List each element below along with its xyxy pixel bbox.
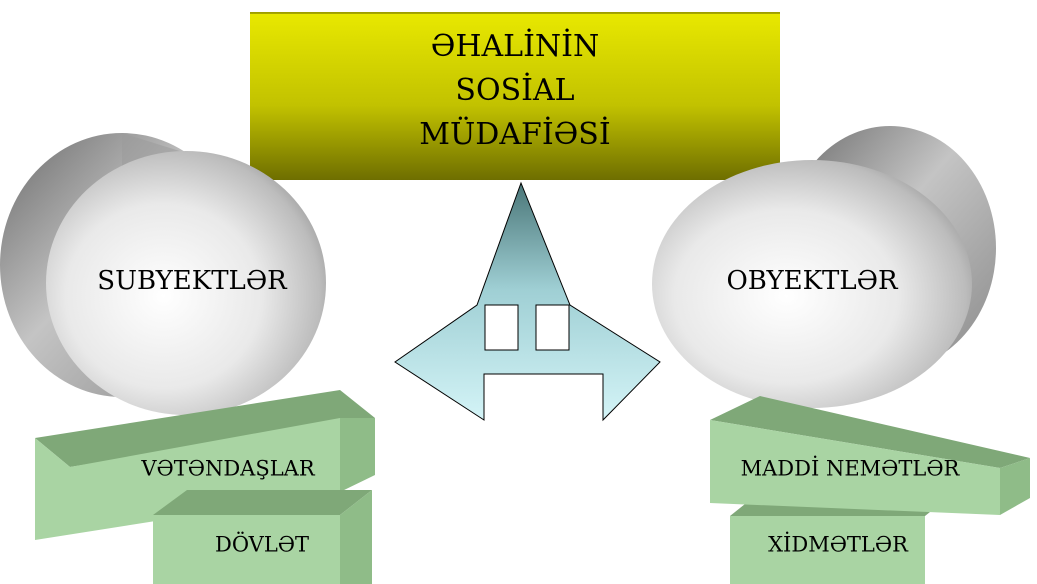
citizens-block-right: [340, 418, 375, 492]
material-goods-block-front: [710, 420, 1000, 515]
objects-disc: OBYEKTLƏR: [652, 126, 996, 408]
material-goods-label: MADDİ NEMƏTLƏR: [741, 457, 961, 481]
subjects-disc: SUBYEKTLƏR: [0, 133, 326, 417]
arrow-right-window: [535, 304, 570, 351]
state-block-top: [153, 490, 372, 515]
state-label: DÖVLƏT: [215, 532, 309, 557]
material-goods-block-top: [710, 396, 1030, 468]
subjects-disc-front: [46, 151, 326, 415]
state-block-front: [153, 515, 340, 584]
arrow-shape: [394, 181, 661, 422]
objects-disc-front: [652, 160, 972, 408]
material-goods-block: MADDİ NEMƏTLƏR: [710, 396, 1030, 515]
citizens-block-top: [35, 390, 375, 467]
citizens-label: VƏTƏNDAŞLAR: [140, 457, 315, 481]
title-block: ƏHALİNİN SOSİAL MÜDAFİƏSİ: [250, 12, 780, 180]
state-block: DÖVLƏT: [153, 490, 372, 584]
title-line-2: SOSİAL: [455, 72, 574, 108]
state-block-right: [340, 490, 372, 584]
title-line-3: MÜDAFİƏSİ: [419, 116, 610, 152]
material-goods-block-right: [1000, 458, 1030, 515]
citizens-block: VƏTƏNDAŞLAR: [35, 390, 375, 540]
objects-heading: OBYEKTLƏR: [726, 266, 898, 296]
title-line-1: ƏHALİNİN: [431, 28, 600, 64]
services-block-front: [730, 516, 925, 584]
title-block-face: [250, 14, 780, 180]
services-label: XİDMƏTLƏR: [768, 533, 909, 557]
central-arrow: [394, 181, 661, 422]
arrow-left-window: [484, 304, 519, 351]
subjects-heading: SUBYEKTLƏR: [97, 266, 288, 296]
citizens-block-front: [35, 418, 340, 540]
